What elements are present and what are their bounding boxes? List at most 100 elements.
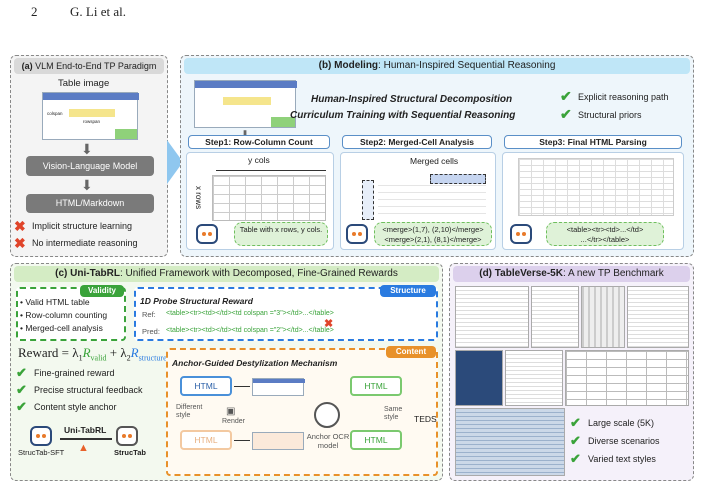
cross-icon: ✖ bbox=[14, 235, 26, 251]
check-icon: ✔ bbox=[570, 415, 581, 430]
robot-icon bbox=[30, 426, 52, 446]
merged-cell-horizontal bbox=[430, 174, 486, 184]
arrow-down-icon: ⬇ bbox=[81, 177, 93, 193]
step3-table bbox=[518, 158, 674, 216]
panel-a-title: (a) VLM End-to-End TP Paradigm bbox=[14, 58, 164, 74]
html-output-bottom: HTML bbox=[350, 430, 402, 450]
step2-bubble: <merge>(1,7), (2,10)</merge><merge>(2,1)… bbox=[374, 222, 492, 246]
d-pro-1: Large scale (5K) bbox=[588, 418, 655, 428]
structab-label: StrucTab bbox=[114, 448, 146, 457]
html-output-top: HTML bbox=[350, 376, 402, 396]
panel-c-title: (c) Uni-TabRL: Unified Framework with De… bbox=[14, 266, 439, 282]
robot-icon bbox=[196, 224, 218, 244]
html-source-bottom: HTML bbox=[180, 430, 232, 450]
html-source-top: HTML bbox=[180, 376, 232, 396]
pro-explicit: Explicit reasoning path bbox=[578, 92, 669, 102]
output-box: HTML/Markdown bbox=[26, 194, 154, 213]
mini-colspan: colspan bbox=[47, 111, 63, 116]
c-pro-3: Content style anchor bbox=[34, 402, 117, 412]
step3-bubble: <table><tr><td>...</td>...</tr></table> bbox=[546, 222, 664, 246]
sample-table-2 bbox=[531, 286, 579, 348]
check-icon: ✔ bbox=[560, 106, 572, 122]
validity-label: Validity bbox=[80, 285, 124, 297]
arrow-down-icon: ⬇ bbox=[81, 141, 93, 157]
sample-table-7 bbox=[565, 350, 689, 406]
teds-label: TEDS bbox=[414, 414, 437, 424]
c-pro-1: Fine-grained reward bbox=[34, 368, 115, 378]
content-box bbox=[166, 348, 438, 476]
pred-code: <table><tr><td></td><td colspan ="2"></t… bbox=[166, 327, 334, 334]
arrow-right-icon bbox=[234, 440, 250, 441]
c-pro-2: Precise structural feedback bbox=[34, 385, 143, 395]
xrows-label: x rows bbox=[194, 186, 203, 210]
fire-icon: ▲ bbox=[78, 442, 89, 454]
structure-label: Structure bbox=[380, 285, 436, 297]
sample-table-4 bbox=[627, 286, 689, 348]
anchor-ocr-label: Anchor OCR model bbox=[306, 432, 350, 450]
d-pro-2: Diverse scenarios bbox=[588, 436, 660, 446]
sample-table-8 bbox=[455, 408, 565, 476]
robot-icon bbox=[346, 224, 368, 244]
table-image-label: Table image bbox=[58, 78, 110, 89]
check-icon: ✔ bbox=[560, 88, 572, 104]
mini-rowspan: rowspan bbox=[83, 119, 101, 124]
anchor-title: Anchor-Guided Destylization Mechanism bbox=[172, 358, 338, 368]
ref-label: Ref: bbox=[142, 310, 156, 319]
rendered-top bbox=[252, 378, 305, 396]
vlm-box: Vision-Language Model bbox=[26, 156, 154, 176]
sample-table-3 bbox=[581, 286, 625, 348]
sample-table-5 bbox=[455, 350, 503, 406]
step1-grid bbox=[212, 175, 326, 221]
flow-arrow bbox=[167, 140, 183, 184]
validity-item-3: • Merged-cell analysis bbox=[20, 323, 103, 333]
step3-header: Step3: Final HTML Parsing bbox=[504, 135, 682, 149]
render-label: Render bbox=[222, 418, 245, 425]
sample-table-6 bbox=[505, 350, 563, 406]
pred-label: Pred: bbox=[142, 327, 160, 336]
con-1: Implicit structure learning bbox=[32, 221, 133, 231]
panel-b-heading-1: Human-Inspired Structural Decomposition bbox=[311, 94, 513, 105]
unitabrl-arrow bbox=[60, 438, 112, 440]
unitabrl-label: Uni-TabRL bbox=[64, 425, 107, 435]
validity-item-1: • Valid HTML table bbox=[20, 297, 90, 307]
cross-icon: ✖ bbox=[14, 218, 26, 234]
panel-d-title: (d) TableVerse-5K: A new TP Benchmark bbox=[453, 266, 690, 282]
panel-b-heading-2: Curriculum Training with Sequential Reas… bbox=[290, 110, 516, 121]
check-icon: ✔ bbox=[16, 382, 27, 397]
panel-b-title: (b) Modeling: Human-Inspired Sequential … bbox=[184, 58, 690, 74]
panel-b-table-thumbnail bbox=[194, 80, 297, 128]
d-pro-3: Varied text styles bbox=[588, 454, 656, 464]
check-icon: ✔ bbox=[16, 399, 27, 414]
pro-priors: Structural priors bbox=[578, 110, 642, 120]
ref-code: <table><tr><td></td><td colspan ="3"></t… bbox=[166, 310, 334, 317]
check-icon: ✔ bbox=[570, 451, 581, 466]
different-style-label: Different style bbox=[176, 404, 203, 419]
probe-title: 1D Probe Structural Reward bbox=[140, 296, 253, 306]
sample-table-1 bbox=[455, 286, 529, 348]
sft-label: StrucTab-SFT bbox=[18, 448, 65, 457]
step2-grid bbox=[378, 185, 486, 219]
arrow-right-icon bbox=[234, 386, 250, 387]
content-label: Content bbox=[386, 346, 436, 358]
robot-icon bbox=[510, 224, 532, 244]
ycols-label: y cols bbox=[248, 155, 270, 165]
running-head-authors: G. Li et al. bbox=[70, 4, 126, 19]
check-icon: ✔ bbox=[16, 365, 27, 380]
cross-icon: ✖ bbox=[324, 318, 334, 330]
merged-cells-label: Merged cells bbox=[410, 156, 459, 166]
step2-header: Step2: Merged-Cell Analysis bbox=[342, 135, 492, 149]
ycols-arrow bbox=[216, 170, 326, 171]
ocr-robot-icon bbox=[314, 402, 340, 428]
rendered-bottom bbox=[252, 432, 304, 450]
step1-header: Step1: Row-Column Count bbox=[188, 135, 330, 149]
robot-icon bbox=[116, 426, 138, 446]
check-icon: ✔ bbox=[570, 433, 581, 448]
merged-cell-vertical bbox=[362, 180, 374, 220]
page-number: 2 bbox=[31, 4, 38, 19]
validity-item-2: • Row-column counting bbox=[20, 310, 108, 320]
same-style-label: Same style bbox=[384, 406, 403, 421]
image-icon: ▣ bbox=[226, 406, 236, 417]
step1-bubble: Table with x rows, y cols. bbox=[234, 222, 328, 246]
con-2: No intermediate reasoning bbox=[32, 238, 138, 248]
table-image-thumbnail: colspan rowspan bbox=[42, 92, 139, 140]
